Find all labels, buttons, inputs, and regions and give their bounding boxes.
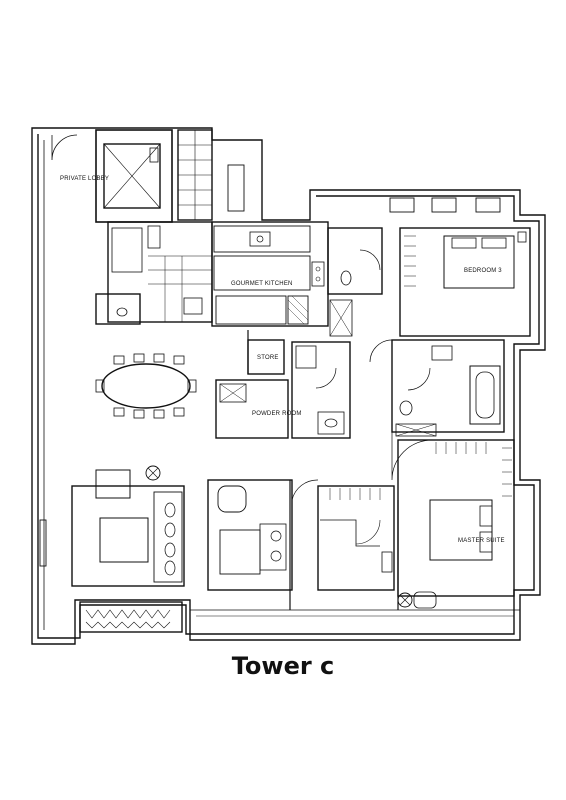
kitchen-island (213, 255, 311, 291)
label-store: STORE (257, 355, 279, 361)
wardrobe (317, 485, 395, 591)
bedroom-3 (399, 227, 531, 337)
master-suite (397, 439, 515, 597)
powder-room (215, 379, 289, 439)
tower-caption: Tower c (231, 652, 335, 680)
study (207, 479, 293, 591)
lift-car (103, 143, 161, 209)
bed-3 (443, 235, 515, 289)
bathtub (469, 365, 501, 425)
duct (227, 164, 245, 212)
label-private-lobby: PRIVATE LOBBY (60, 176, 109, 182)
label-gourmet-kitchen: GOURMET KITCHEN (231, 281, 293, 287)
label-powder-room: POWDER ROOM (252, 411, 302, 417)
window-top-1 (389, 197, 415, 213)
utility-wc (327, 227, 383, 295)
window-panel (39, 519, 47, 567)
outer-wall (31, 127, 546, 645)
wc (95, 293, 141, 325)
lamp (145, 465, 161, 481)
lobby-door (51, 134, 78, 161)
bathroom-2 (391, 339, 505, 433)
dining-table (101, 363, 191, 409)
window-top-3 (475, 197, 501, 213)
window-top-2 (431, 197, 457, 213)
hob (287, 295, 309, 325)
master-bed (429, 499, 493, 561)
planter (79, 601, 183, 633)
label-bedroom-3: BEDROOM 3 (464, 268, 502, 274)
coffee-table (99, 517, 149, 563)
living-sofa-area (71, 485, 185, 587)
label-master-suite: MASTER SUITE (458, 538, 505, 544)
